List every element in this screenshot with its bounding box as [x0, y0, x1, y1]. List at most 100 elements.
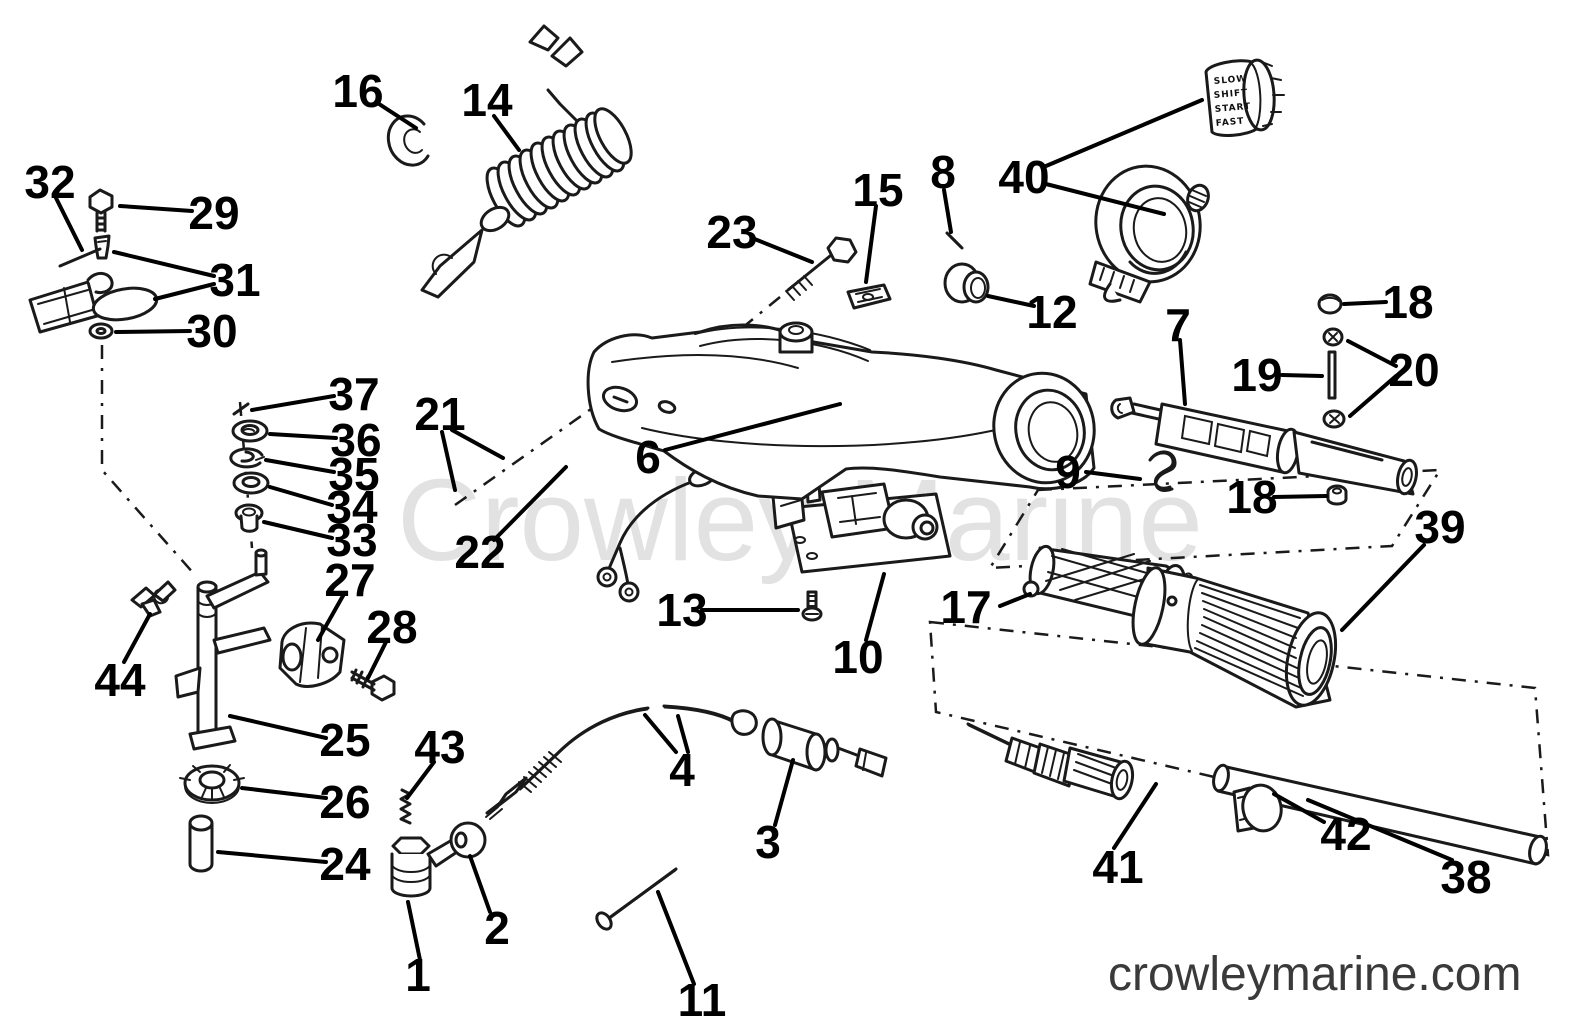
- callout-37: 37: [250, 368, 380, 420]
- callout-4: 4: [643, 713, 695, 796]
- leader-line-22: [492, 465, 568, 542]
- part-32-link-rod: [58, 247, 102, 268]
- callout-44: 44: [94, 612, 152, 706]
- part-24-roller: [188, 814, 214, 873]
- callout-number-22: 22: [454, 526, 505, 578]
- leader-line-40: [1044, 182, 1166, 216]
- part-3-friction-barrel: [730, 709, 888, 778]
- callout-13: 13: [656, 584, 800, 636]
- part-41-connector: [966, 722, 1135, 801]
- part-40-indicator-ring: SLOW SHIFT START FAST: [1204, 58, 1285, 137]
- callout-number-39: 39: [1414, 501, 1465, 553]
- callout-number-44: 44: [94, 654, 146, 706]
- callout-27: 27: [316, 554, 376, 642]
- leader-line-27: [316, 592, 346, 642]
- callout-34: 34: [268, 481, 378, 533]
- callout-number-15: 15: [852, 164, 903, 216]
- leader-line-20: [1346, 339, 1398, 368]
- callout-8: 8: [930, 146, 956, 234]
- part-35-lock-washer: [229, 447, 265, 469]
- callout-number-35: 35: [328, 448, 379, 500]
- leader-line-32: [54, 196, 84, 252]
- callout-number-11: 11: [678, 974, 727, 1026]
- leader-line-17: [998, 592, 1032, 608]
- callout-number-36: 36: [330, 414, 381, 466]
- callout-number-18: 18: [1382, 276, 1433, 328]
- callout-39: 39: [1340, 501, 1466, 632]
- callout-11: 11: [656, 890, 727, 1026]
- callout-number-41: 41: [1092, 841, 1143, 893]
- part-27-clamp-block: [278, 621, 346, 688]
- callout-10: 10: [832, 572, 886, 683]
- callout-number-24: 24: [319, 838, 371, 890]
- callout-2: 2: [468, 854, 510, 954]
- callout-9: 9: [1055, 446, 1142, 498]
- callout-40: 40: [998, 98, 1204, 216]
- part-31-lever: [28, 272, 159, 334]
- callout-12: 12: [986, 286, 1078, 338]
- part-7-throttle-shaft: [1110, 396, 1418, 496]
- leader-line-19: [1280, 373, 1324, 378]
- ring-label-start: START: [1214, 102, 1251, 115]
- callout-38: 38: [1306, 798, 1492, 903]
- leader-line-37: [250, 394, 336, 412]
- callout-number-12: 12: [1026, 286, 1077, 338]
- leader-line-31: [153, 282, 216, 301]
- callout-number-3: 3: [755, 816, 781, 868]
- leader-line-30: [114, 329, 192, 334]
- callout-number-28: 28: [366, 601, 417, 653]
- callout-22: 22: [454, 465, 568, 578]
- part-11-rod: [595, 867, 678, 931]
- leader-line-43: [405, 760, 436, 800]
- part-14-lanyard-cord: [420, 24, 633, 299]
- leader-line-4: [643, 713, 678, 754]
- part-8-pin: [945, 231, 964, 250]
- part-38-tube: [1212, 763, 1548, 866]
- leader-line-10: [864, 572, 886, 642]
- leader-line-36: [268, 432, 338, 440]
- callout-30: 30: [114, 305, 238, 357]
- callout-32: 32: [24, 156, 84, 252]
- callout-number-30: 30: [186, 305, 237, 357]
- ring-label-fast: FAST: [1215, 117, 1244, 129]
- leader-line-11: [656, 890, 696, 986]
- leader-line-35: [264, 458, 336, 474]
- callout-20: 20: [1346, 339, 1440, 418]
- callout-26: 26: [240, 776, 371, 828]
- leader-line-12: [986, 294, 1036, 308]
- leader-line-23: [750, 236, 814, 264]
- callout-21: 21: [414, 388, 505, 492]
- leader-line-4: [676, 714, 690, 754]
- leader-line-6: [663, 402, 842, 452]
- callout-15: 15: [852, 164, 904, 284]
- leader-line-29: [118, 204, 194, 213]
- callout-1: 1: [405, 900, 431, 1001]
- part-39-handle-grip: [1131, 566, 1338, 709]
- callout-number-4: 4: [669, 744, 695, 796]
- ring-label-shift: SHIFT: [1213, 88, 1248, 101]
- leader-line-28: [366, 640, 388, 680]
- callout-number-43: 43: [414, 721, 465, 773]
- callout-number-29: 29: [188, 187, 239, 239]
- leader-line-39: [1340, 543, 1426, 632]
- callout-43: 43: [405, 721, 466, 800]
- callout-number-9: 9: [1055, 446, 1081, 498]
- leader-line-9: [1084, 470, 1142, 481]
- callout-33: 33: [262, 514, 378, 566]
- leader-line-33: [262, 520, 334, 540]
- leader-line-1: [406, 900, 422, 962]
- callout-3: 3: [755, 758, 795, 868]
- part-25-pivot-shaft: [174, 548, 272, 751]
- part-33-bushing: [234, 503, 264, 533]
- callout-16: 16: [332, 65, 418, 130]
- callout-number-7: 7: [1165, 299, 1191, 351]
- part-28-bolt: [350, 668, 396, 702]
- callout-number-26: 26: [319, 776, 370, 828]
- leader-line-20: [1348, 374, 1398, 418]
- leader-line-16: [374, 100, 418, 130]
- callout-number-32: 32: [24, 156, 75, 208]
- callout-number-10: 10: [832, 631, 883, 683]
- callout-number-13: 13: [656, 584, 707, 636]
- callout-28: 28: [366, 601, 418, 680]
